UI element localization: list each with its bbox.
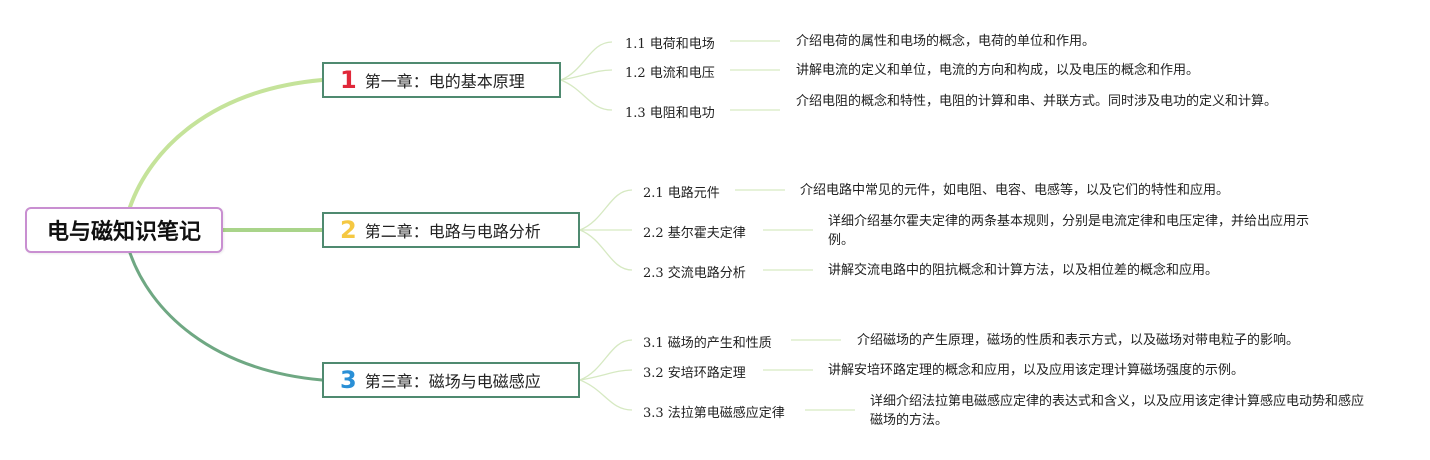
section-3-2-desc: 讲解安培环路定理的概念和应用，以及应用该定理计算磁场强度的示例。 <box>828 363 1245 378</box>
section-2-3-title[interactable]: 2.3 交流电路分析 <box>643 266 746 281</box>
connector-ch3-s2 <box>579 369 633 381</box>
chapter-3-node[interactable]: 3 第三章：磁场与电磁感应 <box>322 362 580 398</box>
connector-ch1-s3 <box>560 79 613 111</box>
section-3-2-title[interactable]: 3.2 安培环路定理 <box>643 366 746 381</box>
branch-root-chapter-1 <box>128 78 324 209</box>
connector-ch1-s2 <box>560 69 613 81</box>
section-3-1-title[interactable]: 3.1 磁场的产生和性质 <box>643 336 772 351</box>
chapter-2-number: 2 <box>340 216 357 244</box>
section-1-2-title[interactable]: 1.2 电流和电压 <box>625 66 715 81</box>
connector-ch2-s3 <box>579 229 633 271</box>
connector-ch3-s3 <box>579 379 633 411</box>
connector-ch3-s1 <box>579 339 633 381</box>
branch-root-chapter-3 <box>128 251 324 382</box>
chapter-3-title: 第三章：磁场与电磁感应 <box>364 372 541 391</box>
chapter-3-number: 3 <box>340 366 357 394</box>
section-2-1-title[interactable]: 2.1 电路元件 <box>643 186 720 201</box>
section-2-1-desc: 介绍电路中常见的元件，如电阻、电容、电感等，以及它们的特性和应用。 <box>800 183 1230 198</box>
connector-ch1-s1 <box>560 41 613 81</box>
root-title: 电与磁知识笔记 <box>46 220 201 245</box>
section-1-3-desc: 介绍电阻的概念和特性，电阻的计算和串、并联方式。同时涉及电功的定义和计算。 <box>796 94 1278 109</box>
root-topic[interactable]: 电与磁知识笔记 <box>25 207 223 253</box>
chapter-1-node[interactable]: 1 第一章：电的基本原理 <box>322 62 561 98</box>
section-3-3-desc: 详细介绍法拉第电磁感应定律的表达式和含义，以及应用该定律计算感应电动势和感应磁场… <box>870 394 1365 428</box>
section-1-3-title[interactable]: 1.3 电阻和电功 <box>625 106 715 121</box>
chapter-2-node[interactable]: 2 第二章：电路与电路分析 <box>322 212 580 248</box>
chapter-1-number: 1 <box>340 66 357 94</box>
section-2-2-title[interactable]: 2.2 基尔霍夫定律 <box>643 226 746 241</box>
section-1-1-title[interactable]: 1.1 电荷和电场 <box>625 37 715 52</box>
section-2-3-desc: 讲解交流电路中的阻抗概念和计算方法，以及相位差的概念和应用。 <box>828 263 1219 278</box>
chapter-2-title: 第二章：电路与电路分析 <box>364 222 541 241</box>
chapter-1-title: 第一章：电的基本原理 <box>364 72 525 91</box>
section-1-2-desc: 讲解电流的定义和单位，电流的方向和构成，以及电压的概念和作用。 <box>796 63 1200 78</box>
connector-ch2-s1 <box>579 189 633 231</box>
section-2-2-desc: 详细介绍基尔霍夫定律的两条基本规则，分别是电流定律和电压定律，并给出应用示例。 <box>828 214 1310 248</box>
section-1-1-desc: 介绍电荷的属性和电场的概念，电荷的单位和作用。 <box>796 34 1096 49</box>
section-3-1-desc: 介绍磁场的产生原理，磁场的性质和表示方式，以及磁场对带电粒子的影响。 <box>857 333 1300 348</box>
section-3-3-title[interactable]: 3.3 法拉第电磁感应定律 <box>643 406 785 421</box>
